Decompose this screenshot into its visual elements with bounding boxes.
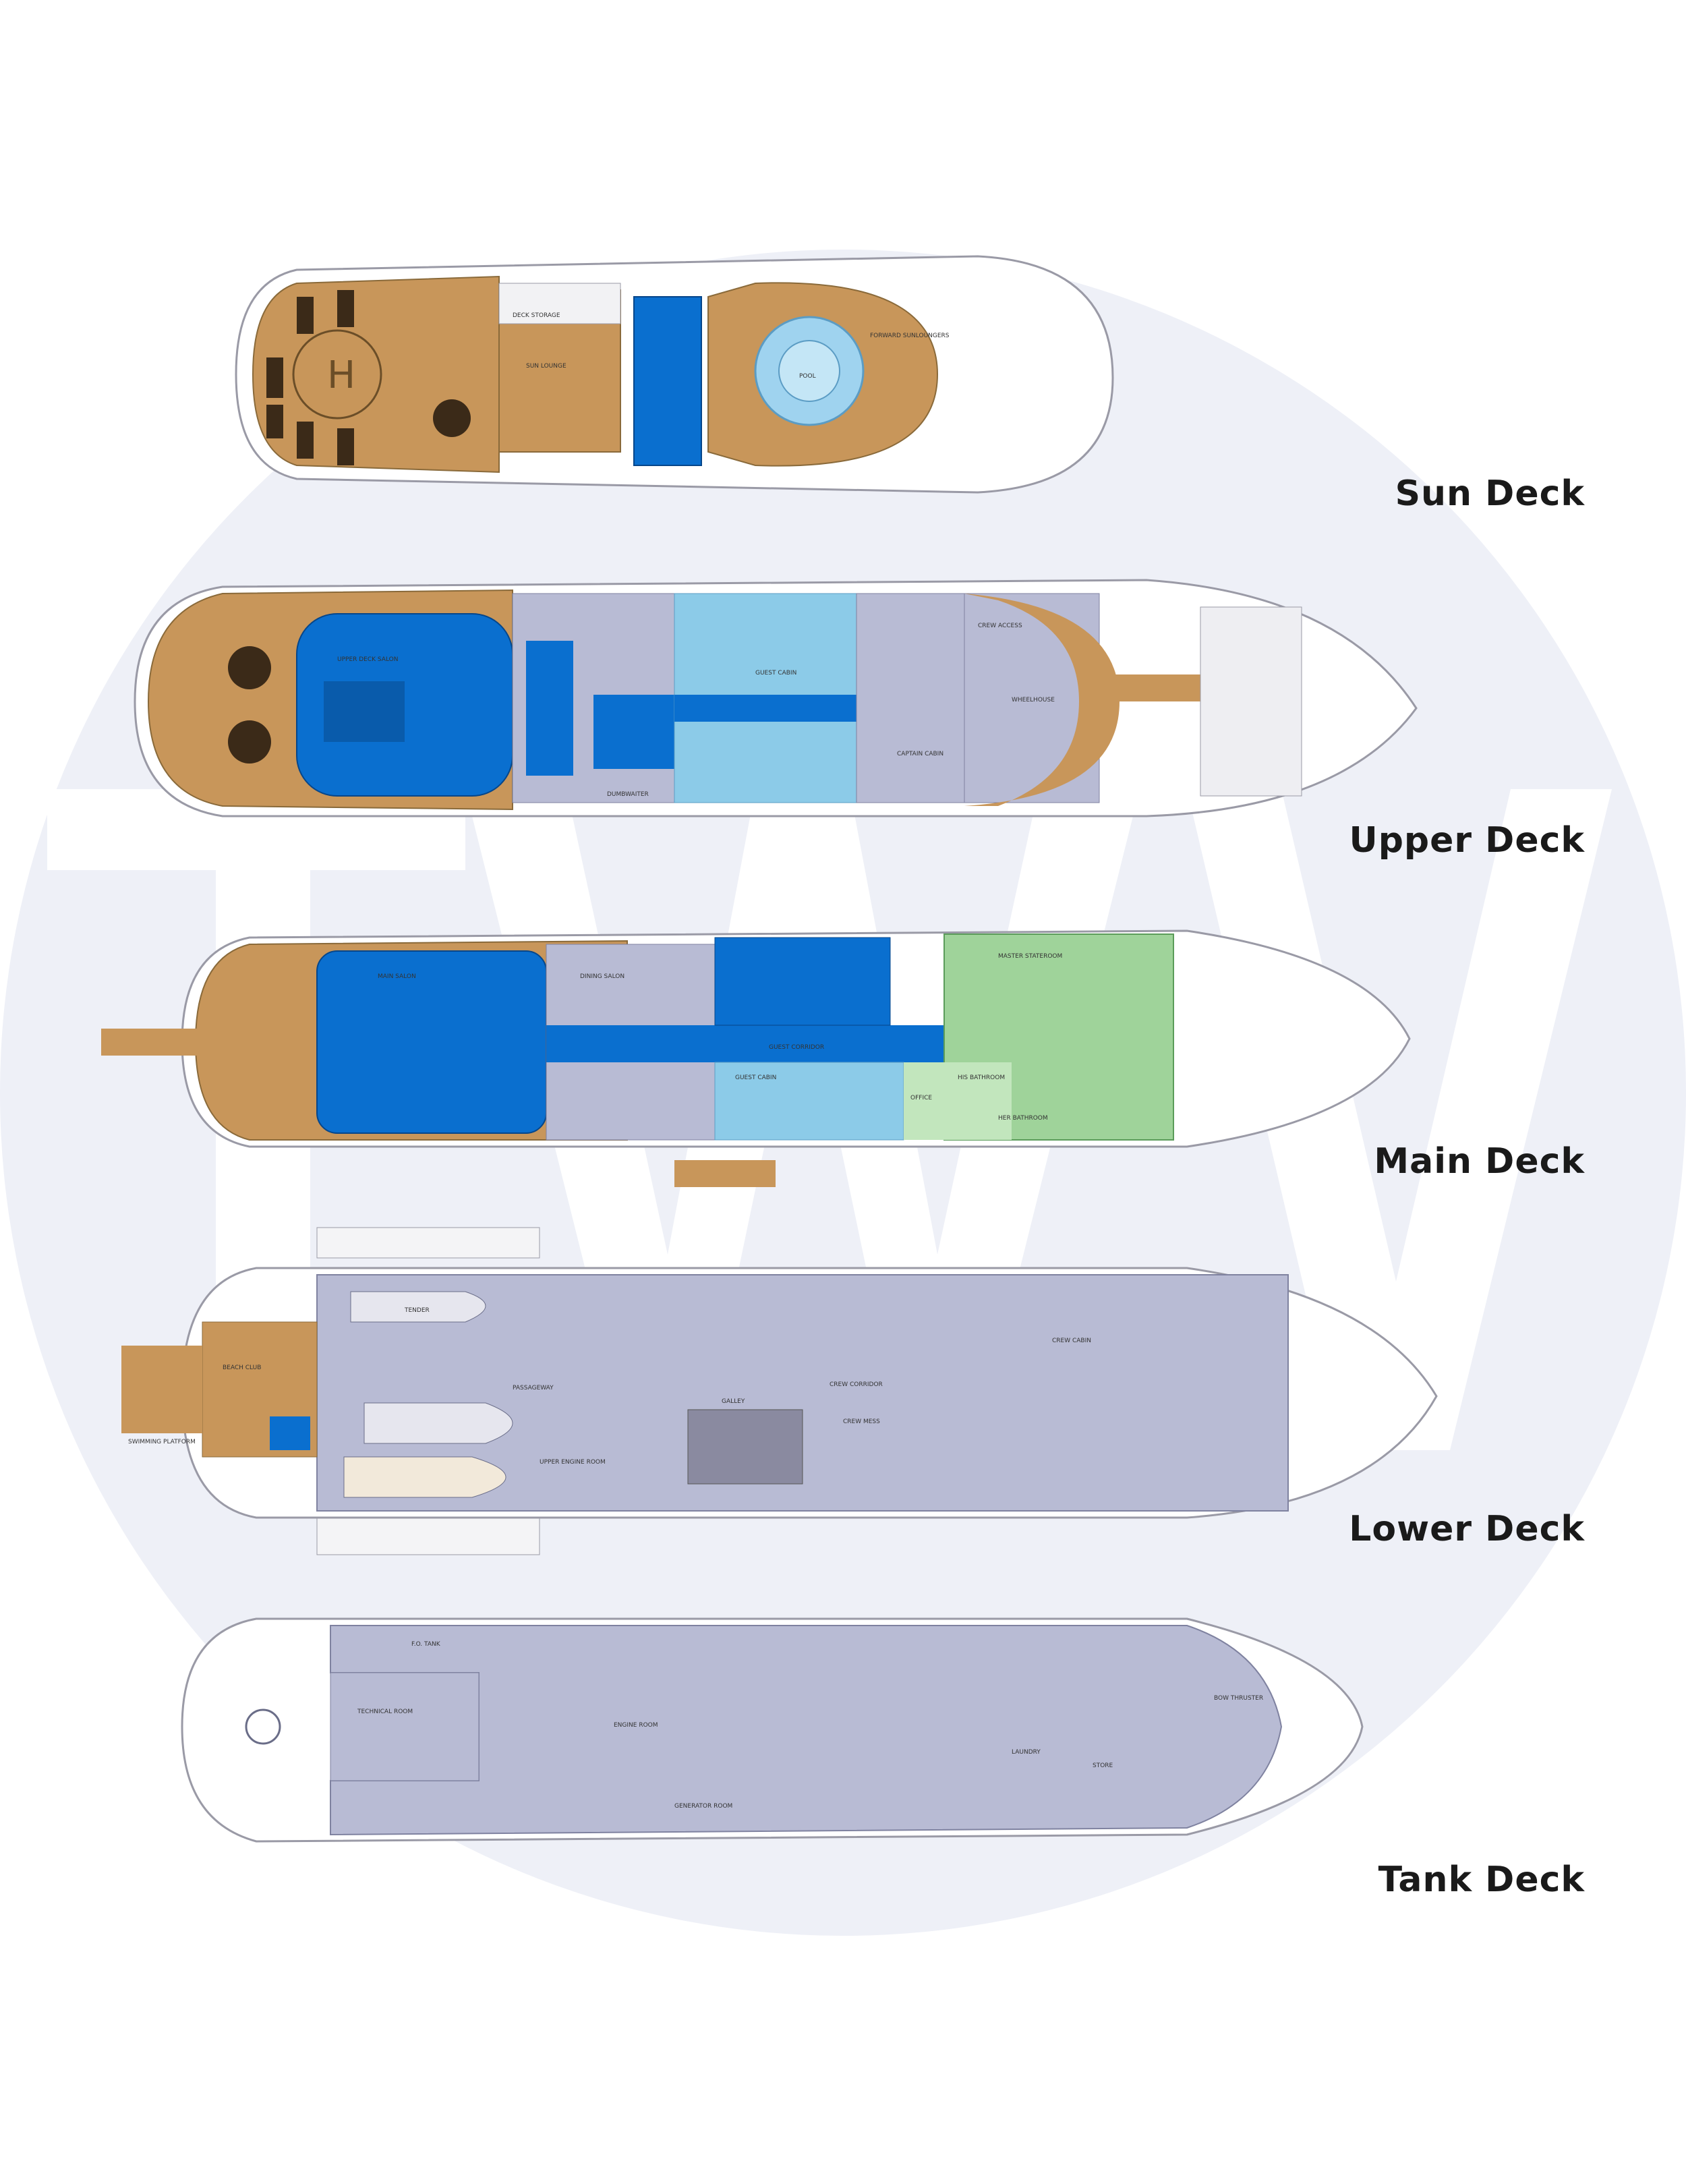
sun-room-label: SUN LOUNGE: [526, 363, 566, 370]
tender-3: [343, 1456, 506, 1498]
lower-room-label: PASSAGEWAY: [513, 1385, 554, 1391]
lower-room-label: BEACH CLUB: [223, 1364, 261, 1371]
main-room-label: DINING SALON: [580, 973, 624, 980]
sun-deck-table: [433, 399, 471, 437]
lower-deck-plan: [121, 1227, 1438, 1555]
tank-room-label: F.O. TANK: [411, 1641, 441, 1648]
tank-deck-machinery: [330, 1625, 1283, 1836]
tank-room-label: BOW THRUSTER: [1214, 1695, 1263, 1702]
main-deck-label: Main Deck: [1374, 1141, 1585, 1182]
tank-room-label: STORE: [1093, 1762, 1113, 1769]
main-room-label: GUEST CORRIDOR: [769, 1044, 824, 1051]
main-room-label: HER BATHROOM: [998, 1115, 1048, 1122]
main-room-label: GUEST CABIN: [735, 1074, 776, 1081]
main-room-label: MAIN SALON: [378, 973, 416, 980]
lower-room-label: SWIMMING PLATFORM: [128, 1439, 196, 1445]
upper-room-label: GUEST CABIN: [755, 670, 796, 677]
tank-room-label: LAUNDRY: [1012, 1749, 1041, 1756]
tank-deck-plan: [181, 1617, 1364, 1843]
upper-room-label: DUMBWAITER: [607, 791, 649, 798]
upper-deck-bow-area: [1200, 606, 1302, 797]
tank-room-label: TECHNICAL ROOM: [357, 1708, 413, 1715]
upper-deck-fwd-teak: [964, 594, 1120, 806]
sun-deck-plan: H: [235, 255, 1114, 494]
tank-room-label: ENGINE ROOM: [614, 1722, 658, 1729]
sun-loungers: [266, 290, 354, 465]
sun-room-label: FORWARD SUNLOUNGERS: [870, 333, 950, 339]
tender-1: [350, 1291, 486, 1323]
upper-room-label: CREW ACCESS: [978, 623, 1022, 629]
main-deck-guest-cabins: [714, 937, 891, 1026]
lower-deck-galley: [687, 1409, 803, 1485]
main-room-label: OFFICE: [910, 1095, 932, 1101]
main-room-label: MASTER STATEROOM: [998, 953, 1062, 960]
upper-room-label: CAPTAIN CABIN: [897, 751, 943, 757]
sun-room-label: POOL: [799, 373, 816, 380]
sun-deck-stair-block: [633, 296, 702, 466]
lower-deck-beach-club: [202, 1321, 318, 1458]
tank-room-label: GENERATOR ROOM: [674, 1803, 732, 1810]
main-deck-plan: [101, 929, 1411, 1187]
sun-deck-aft-teak: [252, 275, 500, 473]
lower-room-label: UPPER ENGINE ROOM: [540, 1459, 606, 1466]
lower-deck-label: Lower Deck: [1349, 1509, 1585, 1549]
main-room-label: HIS BATHROOM: [958, 1074, 1005, 1081]
tank-deck-aft-fitting: [245, 1708, 281, 1745]
lower-room-label: CREW CORRIDOR: [830, 1381, 883, 1388]
helipad-circle: [292, 329, 382, 420]
upper-room-label: WHEELHOUSE: [1012, 697, 1055, 703]
sun-room-label: DECK STORAGE: [513, 312, 560, 319]
lower-room-label: GALLEY: [722, 1398, 745, 1405]
main-deck-salon: [316, 950, 547, 1134]
sun-deck-storage: [498, 283, 621, 324]
sun-deck-label: Sun Deck: [1395, 473, 1585, 514]
lower-room-label: CREW MESS: [843, 1418, 880, 1425]
upper-deck-crew-area: [856, 593, 965, 803]
upper-deck-label: Upper Deck: [1349, 820, 1585, 861]
lower-room-label: TENDER: [404, 1307, 430, 1314]
tank-deck-label: Tank Deck: [1378, 1860, 1585, 1900]
upper-deck-plan: [134, 579, 1418, 817]
tender-2: [364, 1402, 513, 1444]
svg-text:H: H: [327, 353, 355, 397]
lower-room-label: CREW CABIN: [1052, 1338, 1091, 1344]
upper-room-label: UPPER DECK SALON: [337, 656, 398, 663]
